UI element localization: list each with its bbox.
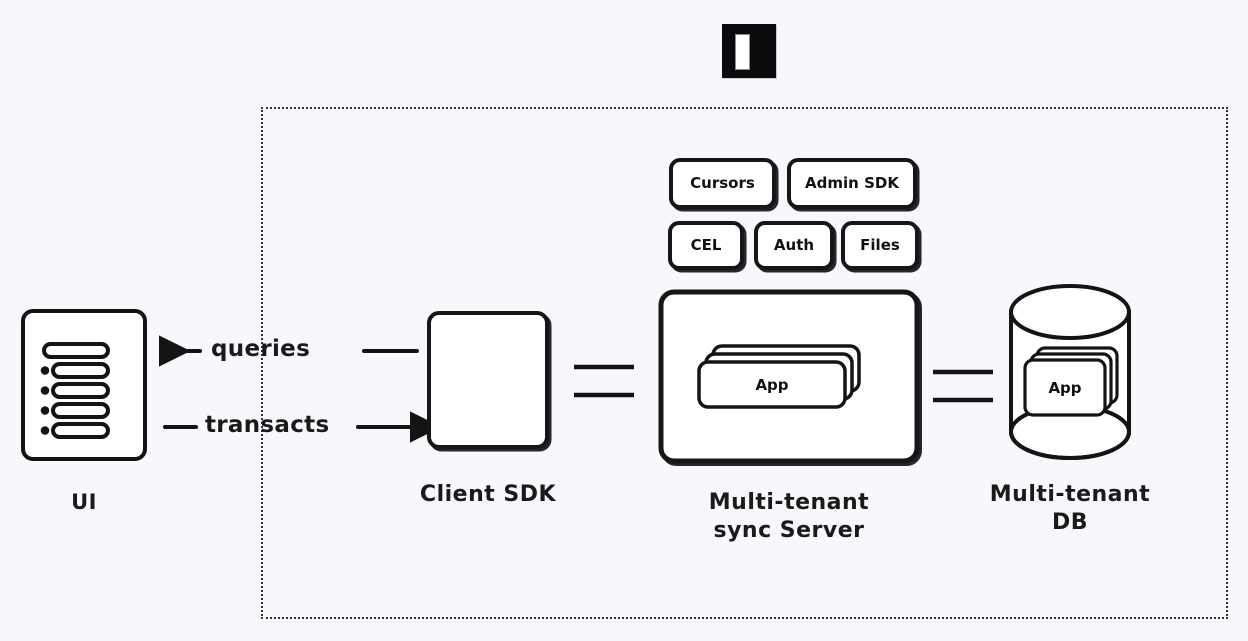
arrow-label-queries: queries [211,336,311,362]
feature-pill-label-files: Files [860,236,900,254]
db-cylinder-top [1009,284,1131,340]
client-sdk-shape [427,311,549,449]
connector-sdk-to-server [574,364,634,398]
db-node [1009,284,1131,460]
ui-node [21,309,147,461]
document-list-bullets [40,366,50,435]
instantdb-logo [722,24,776,78]
client-sdk-node [427,311,549,449]
feature-pill-cursors[interactable] [669,158,776,209]
feature-pill-label-auth: Auth [773,236,815,254]
document-list-icon [42,342,110,439]
app-card-front [697,360,847,409]
db-app-card-front [1023,358,1107,417]
connector-server-to-db [933,369,993,403]
db-app-card-label: App [1048,379,1082,397]
platform-boundary [261,107,1228,619]
arrow-label-transacts: transacts [205,412,330,438]
feature-pill-label-cursors: Cursors [690,174,755,192]
feature-pill-label-admin-sdk: Admin SDK [805,174,899,192]
node-label-client-sdk: Client SDK [419,482,557,507]
feature-pill-auth[interactable] [754,221,834,270]
db-app-stack [1023,346,1119,417]
instantdb-logo-bar [735,34,750,70]
sync-server-node [658,289,920,464]
node-label-db: Multi-tenant DB [989,482,1151,535]
feature-pill-admin-sdk[interactable] [787,158,917,209]
feature-pill-files[interactable] [841,221,919,270]
feature-pills [668,158,919,270]
feature-pill-cel[interactable] [668,221,744,270]
node-label-sync-server: Multi-tenant sync Server [708,490,870,543]
sync-server-app-card-label: App [755,376,789,394]
node-label-ui: UI [71,490,97,514]
feature-pill-label-cel: CEL [690,236,722,254]
sync-server-app-stack [697,344,861,409]
